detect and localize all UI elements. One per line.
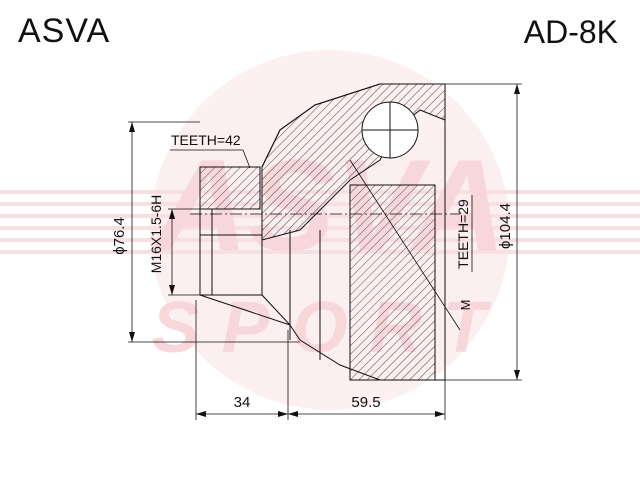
leader-teeth-outer <box>170 149 251 169</box>
leader-marker <box>349 159 461 331</box>
label-dia-large: ϕ104.4 <box>497 203 514 249</box>
dimensions <box>128 83 522 420</box>
cv-joint-outline <box>199 83 446 381</box>
watermark-text-bottom: SPORT <box>152 288 509 368</box>
label-teeth-outer: TEETH=42 <box>171 132 241 148</box>
label-marker: M <box>458 300 473 311</box>
brand-title: ASVA <box>18 12 111 50</box>
label-dia-small: ϕ76.4 <box>111 217 128 255</box>
label-teeth-inner: TEETH=29 <box>455 199 471 269</box>
arrowheads <box>129 84 520 417</box>
label-length-body: 59.5 <box>351 394 380 411</box>
outer-spline <box>199 166 261 210</box>
label-thread: M16X1.5-6H <box>148 195 164 274</box>
part-number: AD-8K <box>523 14 618 50</box>
label-length-stub: 34 <box>234 394 251 411</box>
